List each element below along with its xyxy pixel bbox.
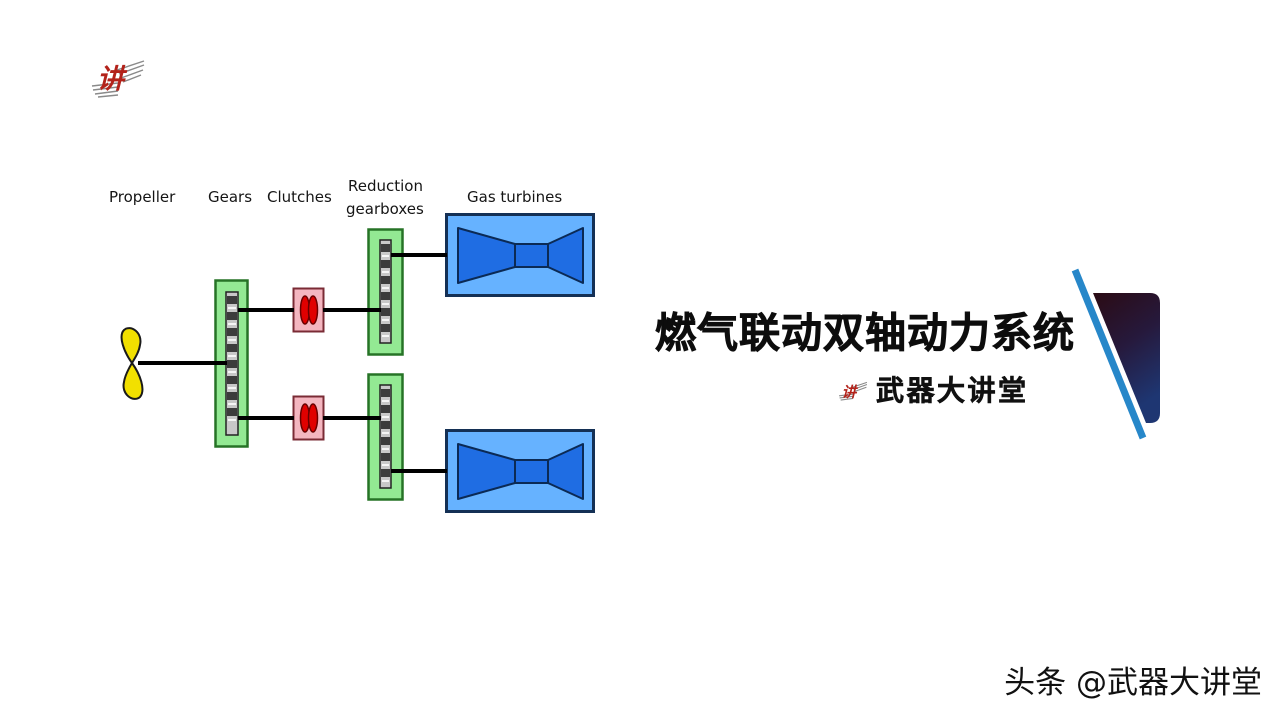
gear-tooth-highlight xyxy=(382,432,389,434)
brand-name: 武器大讲堂 xyxy=(876,374,1029,407)
page-title: 燃气联动双轴动力系统 xyxy=(655,309,1075,357)
wing-feather xyxy=(118,64,145,75)
gear-tooth-highlight xyxy=(228,403,236,405)
gear-tooth xyxy=(227,328,237,336)
clutch-plate xyxy=(307,295,319,325)
accent-graphic xyxy=(1071,268,1160,440)
reduction-gearbox-lower xyxy=(367,373,404,501)
watermark: 头条 @武器大讲堂 xyxy=(1004,665,1262,701)
gear-tooth xyxy=(381,308,390,316)
gear-tooth-highlight xyxy=(228,371,236,373)
gear-tooth xyxy=(227,360,237,368)
logo-glyph: 讲 xyxy=(842,383,859,400)
gear-tooth xyxy=(227,344,237,352)
gear-tooth xyxy=(381,437,390,445)
gear-tooth-highlight xyxy=(382,400,389,402)
gear-tooth xyxy=(381,260,390,268)
gear-stack xyxy=(379,239,392,344)
wing-feather xyxy=(839,395,854,398)
gear-tooth xyxy=(227,392,237,400)
gear-tooth xyxy=(227,296,237,304)
logo-wing-right xyxy=(116,60,145,83)
gear-tooth xyxy=(227,376,237,384)
wing-feather xyxy=(854,386,867,392)
wing-feather xyxy=(94,90,119,95)
gear-tooth-highlight xyxy=(382,464,389,466)
logo-wing-right xyxy=(852,381,868,392)
wing-feather xyxy=(120,69,144,79)
wing-feather xyxy=(116,60,145,71)
turbine-combustor xyxy=(514,459,549,484)
gear-tooth-highlight xyxy=(228,355,236,357)
wing-feather xyxy=(839,393,854,396)
clutch-upper xyxy=(292,287,325,333)
site-logo-icon: 讲 xyxy=(91,60,145,98)
gear-tooth xyxy=(381,405,390,413)
gear-tooth-highlight xyxy=(228,307,236,309)
brand-row: 讲 武器大讲堂 xyxy=(838,374,1029,407)
gear-tooth-highlight xyxy=(382,448,389,450)
reduction-gearbox-upper xyxy=(367,228,404,356)
gear-stack xyxy=(379,384,392,489)
logo-wing-left xyxy=(91,82,119,98)
wing-feather xyxy=(852,381,868,388)
label-propeller: Propeller xyxy=(109,188,176,206)
gear-tooth-highlight xyxy=(228,419,236,421)
gear-tooth-highlight xyxy=(228,323,236,325)
gear-tooth-highlight xyxy=(382,335,389,337)
gear-tooth-highlight xyxy=(382,319,389,321)
logo-glyph: 讲 xyxy=(97,64,128,95)
gear-tooth-highlight xyxy=(382,416,389,418)
gear-tooth xyxy=(381,276,390,284)
label-gears: Gears xyxy=(208,188,252,206)
accent-stripe xyxy=(1071,268,1147,440)
logo-wing-left xyxy=(839,393,854,401)
clutch-plate xyxy=(307,403,319,433)
gas-turbine-lower xyxy=(445,429,595,513)
gear-tooth-highlight xyxy=(228,339,236,341)
gear-tooth xyxy=(381,469,390,477)
turbine-combustor xyxy=(514,243,549,268)
propeller xyxy=(120,327,144,400)
gear-tooth-highlight xyxy=(382,255,389,257)
propulsion-diagram: Propeller Gears Clutches Reduction gearb… xyxy=(109,177,595,513)
gas-turbine-upper xyxy=(445,213,595,297)
gear-tooth xyxy=(381,453,390,461)
wing-feather xyxy=(92,86,119,91)
label-gas-turbines: Gas turbines xyxy=(467,188,562,206)
label-clutches: Clutches xyxy=(267,188,332,206)
wing-feather xyxy=(91,82,119,87)
shafts xyxy=(138,253,447,473)
wing-feather xyxy=(97,94,119,98)
wing-feather xyxy=(840,397,854,401)
gear-tooth xyxy=(227,408,237,416)
gear-tooth-highlight xyxy=(382,287,389,289)
wing-feather xyxy=(853,383,868,390)
accent-panel xyxy=(1093,293,1160,423)
gear-tooth xyxy=(381,421,390,429)
clutch-lower xyxy=(292,395,325,441)
gear-tooth xyxy=(381,244,390,252)
wing-feather xyxy=(122,74,142,83)
brand-logo-icon: 讲 xyxy=(839,381,868,401)
gear-tooth xyxy=(381,292,390,300)
gear-tooth xyxy=(381,324,390,332)
gear-tooth-highlight xyxy=(382,303,389,305)
gear-tooth xyxy=(381,389,390,397)
clutch-housing xyxy=(292,287,325,333)
gear-tooth-highlight xyxy=(382,271,389,273)
gear-tooth-highlight xyxy=(382,480,389,482)
propeller-blade-upper xyxy=(120,327,142,364)
gear-tooth xyxy=(227,312,237,320)
label-reduction-line2: gearboxes xyxy=(346,200,424,218)
label-reduction-line1: Reduction xyxy=(348,177,423,195)
gear-tooth-highlight xyxy=(228,387,236,389)
propeller-blade-lower xyxy=(122,362,144,400)
